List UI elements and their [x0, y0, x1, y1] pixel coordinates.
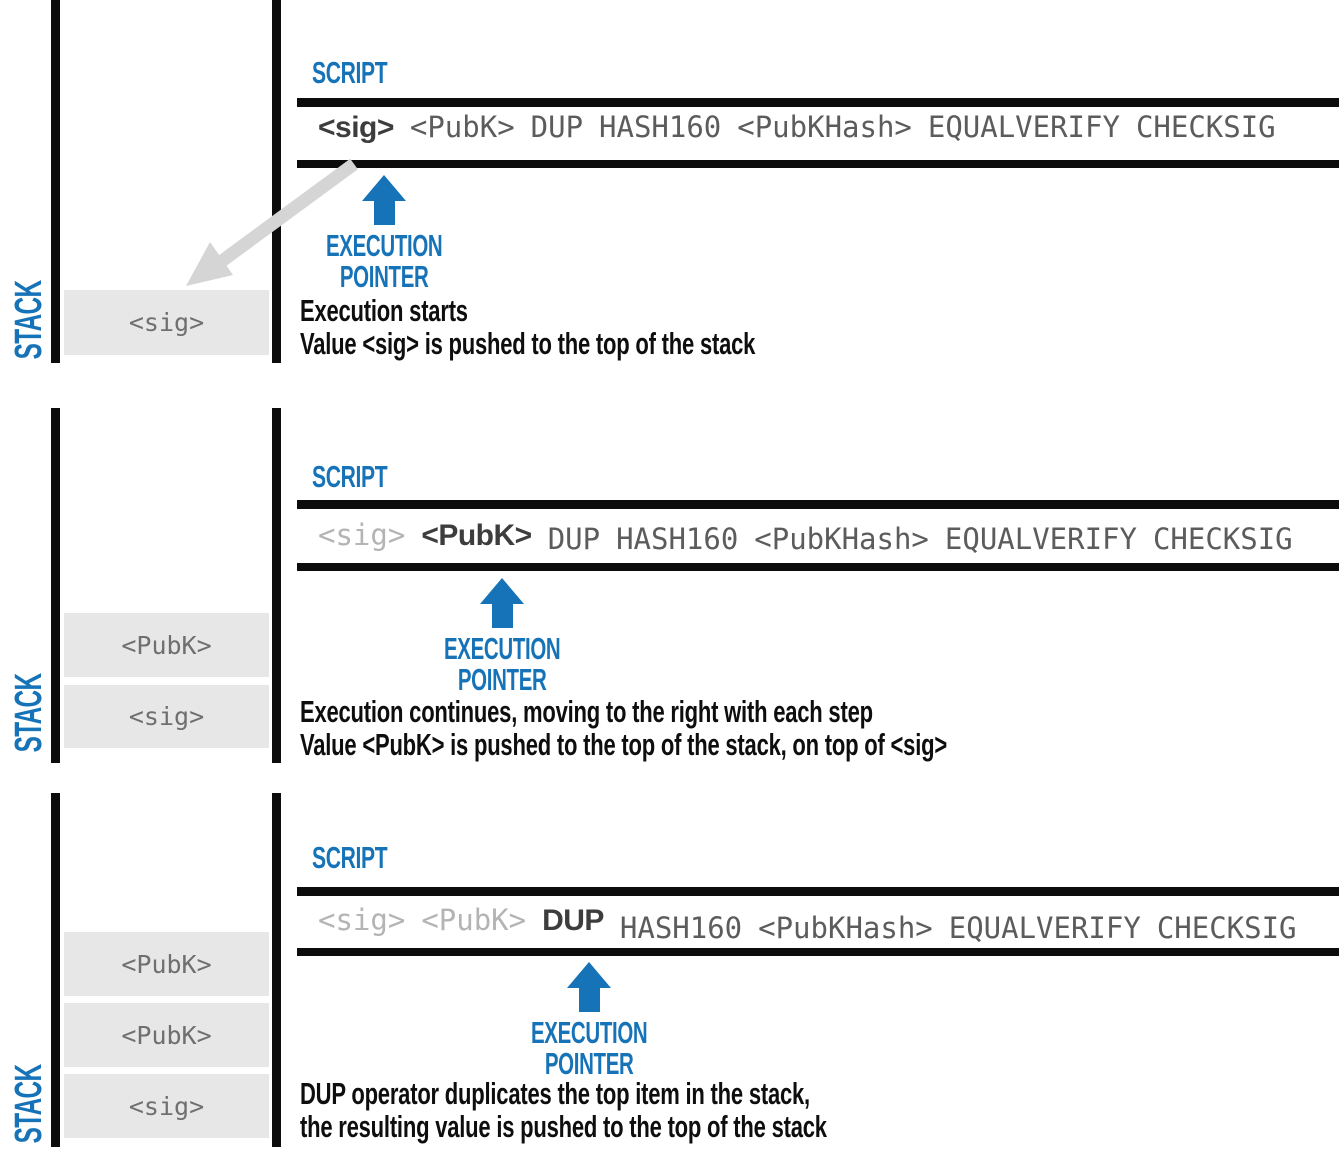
script-rule-bottom: [297, 948, 1339, 956]
stack-rail-left: [51, 408, 60, 763]
execution-pointer-arrow-stem: [373, 201, 395, 225]
stack-item: <sig>: [64, 1074, 269, 1138]
script-token-hash160: HASH160: [616, 522, 739, 556]
script-token-dup: DUP: [542, 904, 604, 937]
stack-item: <PubK>: [64, 932, 269, 996]
execution-pointer: EXECUTION POINTER: [294, 175, 474, 292]
stack-rail-left: [51, 793, 60, 1147]
execution-pointer-arrow-icon: [480, 578, 524, 604]
execution-pointer-arrow-icon: [362, 175, 406, 201]
script-line: <sig> <PubK> DUP HASH160 <PubKHash> EQUA…: [318, 903, 1339, 945]
script-token-pubk: <PubK>: [421, 519, 532, 552]
script-rule-top: [297, 887, 1339, 896]
script-token-pubk: <PubK>: [421, 903, 527, 937]
script-token-pubkhash: <PubKHash>: [754, 522, 929, 556]
script-token-hash160: HASH160: [599, 110, 722, 144]
step-description-line: DUP operator duplicates the top item in …: [300, 1076, 810, 1111]
script-token-checksig: CHECKSIG: [1135, 110, 1276, 144]
stack-item: <sig>: [64, 685, 269, 748]
execution-pointer-label: EXECUTION: [325, 228, 443, 263]
script-label: SCRIPT: [312, 840, 388, 875]
script-token-hash160: HASH160: [619, 911, 743, 945]
execution-pointer: EXECUTION POINTER: [499, 962, 679, 1079]
execution-pointer-label: POINTER: [339, 259, 429, 294]
script-rule-top: [297, 500, 1339, 509]
script-token-pubkhash: <PubKHash>: [737, 110, 912, 144]
panel-step-3: STACK <PubK> <PubK> <sig> SCRIPT <sig> <…: [0, 793, 1339, 1147]
script-token-checksig: CHECKSIG: [1156, 911, 1297, 945]
execution-pointer-arrow-stem: [578, 988, 600, 1012]
step-description: Execution continues, moving to the right…: [300, 695, 947, 761]
execution-pointer-label: POINTER: [544, 1046, 634, 1081]
step-description-line: the resulting value is pushed to the top…: [300, 1109, 827, 1144]
stack-rail-right: [272, 793, 281, 1147]
script-line: <sig> <PubK> DUP HASH160 <PubKHash> EQUA…: [318, 518, 1339, 556]
step-description-line: Value <PubK> is pushed to the top of the…: [300, 727, 947, 762]
execution-pointer: EXECUTION POINTER: [412, 578, 592, 695]
execution-pointer-label: EXECUTION: [530, 1015, 648, 1050]
execution-pointer-arrow-stem: [491, 604, 513, 628]
stack-label: STACK: [8, 1064, 50, 1144]
panel-step-2: STACK <PubK> <sig> SCRIPT <sig> <PubK> D…: [0, 408, 1339, 763]
script-token-pubk: <PubK>: [409, 110, 515, 144]
script-line: <sig> <PubK> DUP HASH160 <PubKHash> EQUA…: [318, 110, 1339, 145]
execution-pointer-arrow-icon: [567, 962, 611, 988]
script-token-equalverify: EQUALVERIFY: [927, 110, 1120, 144]
step-description-line: Execution continues, moving to the right…: [300, 694, 873, 729]
script-token-equalverify: EQUALVERIFY: [948, 911, 1141, 945]
script-label: SCRIPT: [312, 55, 388, 90]
script-token-sig: <sig>: [318, 903, 406, 937]
script-token-equalverify: EQUALVERIFY: [944, 522, 1137, 556]
script-token-sig: <sig>: [318, 518, 406, 552]
script-rule-top: [297, 98, 1339, 107]
script-rule-bottom: [297, 563, 1339, 571]
stack-item: <sig>: [64, 290, 269, 355]
step-description-line: Execution starts: [300, 293, 468, 328]
script-token-dup: DUP: [547, 522, 601, 556]
stack-item: <PubK>: [64, 613, 269, 677]
script-token-sig: <sig>: [318, 111, 394, 144]
stack-label: STACK: [8, 673, 50, 753]
stack-rail-right: [272, 408, 281, 763]
stack-rail-right: [272, 0, 281, 363]
execution-pointer-label: POINTER: [457, 662, 547, 697]
panel-step-1: STACK <sig> SCRIPT <sig> <PubK> DUP HASH…: [0, 0, 1339, 363]
script-label: SCRIPT: [312, 459, 388, 494]
stack-rail-left: [51, 0, 60, 363]
step-description: DUP operator duplicates the top item in …: [300, 1077, 827, 1143]
execution-pointer-label: EXECUTION: [443, 631, 561, 666]
step-description-line: Value <sig> is pushed to the top of the …: [300, 326, 756, 361]
script-token-checksig: CHECKSIG: [1152, 522, 1293, 556]
stack-item: <PubK>: [64, 1003, 269, 1067]
step-description: Execution starts Value <sig> is pushed t…: [300, 294, 755, 360]
script-rule-bottom: [297, 160, 1339, 168]
script-token-dup: DUP: [530, 110, 584, 144]
script-token-pubkhash: <PubKHash>: [758, 911, 933, 945]
stack-label: STACK: [8, 280, 50, 360]
